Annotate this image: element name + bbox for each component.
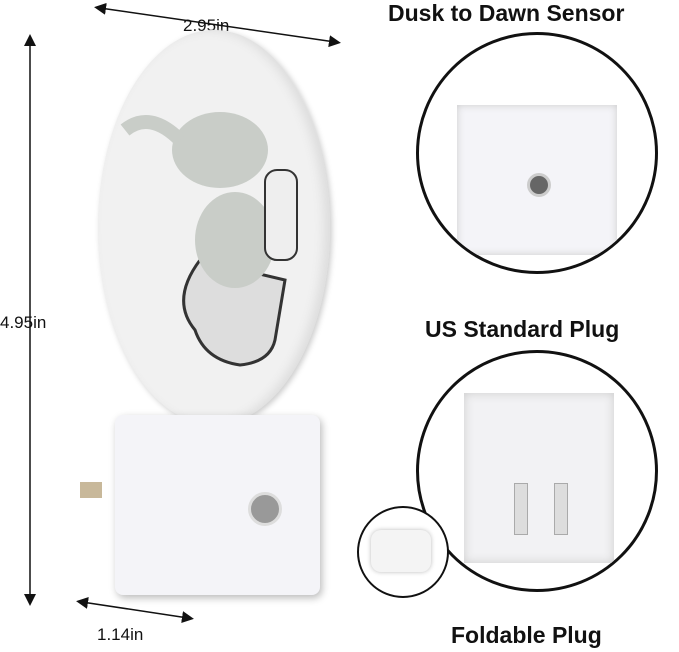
sensor-eye [527, 173, 551, 197]
light-sensor [248, 492, 282, 526]
sensor-closeup [416, 32, 658, 274]
depth-label: 1.14in [97, 625, 144, 644]
feature-title-foldable: Foldable Plug [451, 622, 602, 648]
plug-back-closeup [416, 350, 658, 592]
feature-title-sensor: Dusk to Dawn Sensor [388, 0, 625, 26]
elephant-illustration [120, 112, 298, 367]
height-label: 4.95in [0, 313, 47, 332]
feature-title-plug: US Standard Plug [425, 316, 620, 342]
foldable-plug-closeup [357, 506, 449, 598]
foldable-plug [371, 530, 431, 572]
plug-back [464, 393, 614, 563]
plug-prong [80, 482, 102, 498]
prong-right [554, 483, 568, 535]
prong-left [514, 483, 528, 535]
plug-base [115, 415, 320, 595]
